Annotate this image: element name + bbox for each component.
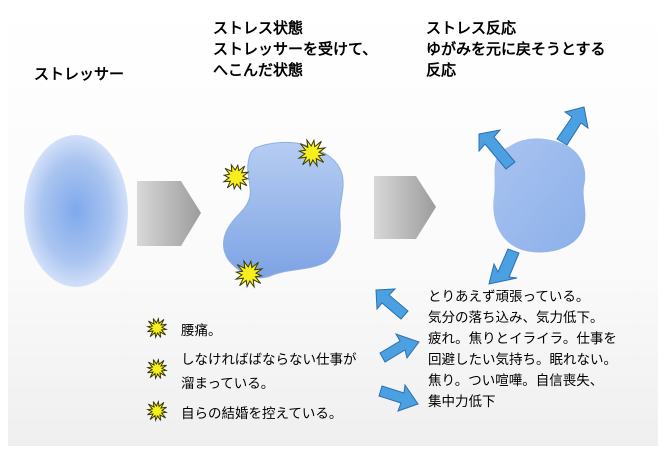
burst-blob-top-icon — [297, 138, 327, 168]
burst-bullet-2-icon — [146, 358, 168, 380]
blue-arrow-up-left — [478, 129, 516, 170]
response-lines: とりあえず頑張っている。 気分の落ち込み、気力低下。 疲れ。焦りとイライラ。仕事… — [428, 287, 617, 413]
stress-state-blob — [223, 141, 344, 279]
stress-state-desc-line1: ストレッサーを受けて、 — [213, 40, 378, 58]
gray-arrow-2 — [374, 176, 436, 239]
burst-blob-left-icon — [222, 163, 250, 191]
burst-layer — [146, 138, 327, 422]
response-line-4: 回避したい気持ち。眠れない。 — [428, 352, 617, 368]
stressor-item-3: 自らの結婚を控えている。 — [181, 406, 343, 422]
burst-bullet-1-icon — [146, 317, 168, 339]
stressor-label: ストレッサー — [34, 65, 125, 83]
stressor-item-1: 腰痛。 — [181, 323, 222, 339]
stressor-oval — [24, 135, 128, 287]
gray-arrow-1 — [137, 181, 201, 246]
stress-response-desc-line1: ゆがみを元に戻そうとする — [426, 40, 606, 58]
response-line-6: 集中力低下 — [428, 394, 496, 410]
burst-blob-bottom-icon — [234, 259, 264, 289]
stressor-item-2: しなければばならない仕事が — [181, 352, 357, 368]
stress-response-blob — [493, 138, 586, 253]
stress-state-title: ストレス状態 — [213, 19, 304, 37]
burst-bullet-3-icon — [146, 400, 168, 422]
blue-arrow-down — [488, 248, 520, 285]
slide: ストレッサー ストレス状態 ストレッサーを受けて、 へこんだ状態 ストレス反応 … — [8, 6, 658, 446]
blue-arrow-to-response-2 — [379, 333, 420, 363]
stressor-item-2-cont: 溜まっている。 — [181, 376, 275, 392]
response-line-1: とりあえず頑張っている。 — [428, 289, 590, 305]
response-line-3: 疲れ。焦りとイライラ。仕事を — [428, 331, 617, 347]
blue-arrow-to-response-3 — [378, 383, 419, 412]
response-line-5: 焦り。つい喧嘩。自信喪失、 — [428, 373, 604, 389]
stress-response-title: ストレス反応 — [426, 19, 517, 37]
blue-arrow-up-right — [556, 106, 589, 146]
stress-state-desc-line2: へこんだ状態 — [213, 61, 304, 79]
stress-state-label: ストレス状態 ストレッサーを受けて、 へこんだ状態 — [213, 18, 377, 81]
diagram-graphics — [24, 106, 589, 412]
stress-response-label: ストレス反応 ゆがみを元に戻そうとする 反応 — [426, 18, 606, 81]
response-line-2: 気分の落ち込み、気力低下。 — [428, 310, 604, 326]
stress-response-desc-line2: 反応 — [426, 61, 457, 79]
blue-arrow-to-response-1 — [375, 288, 409, 320]
